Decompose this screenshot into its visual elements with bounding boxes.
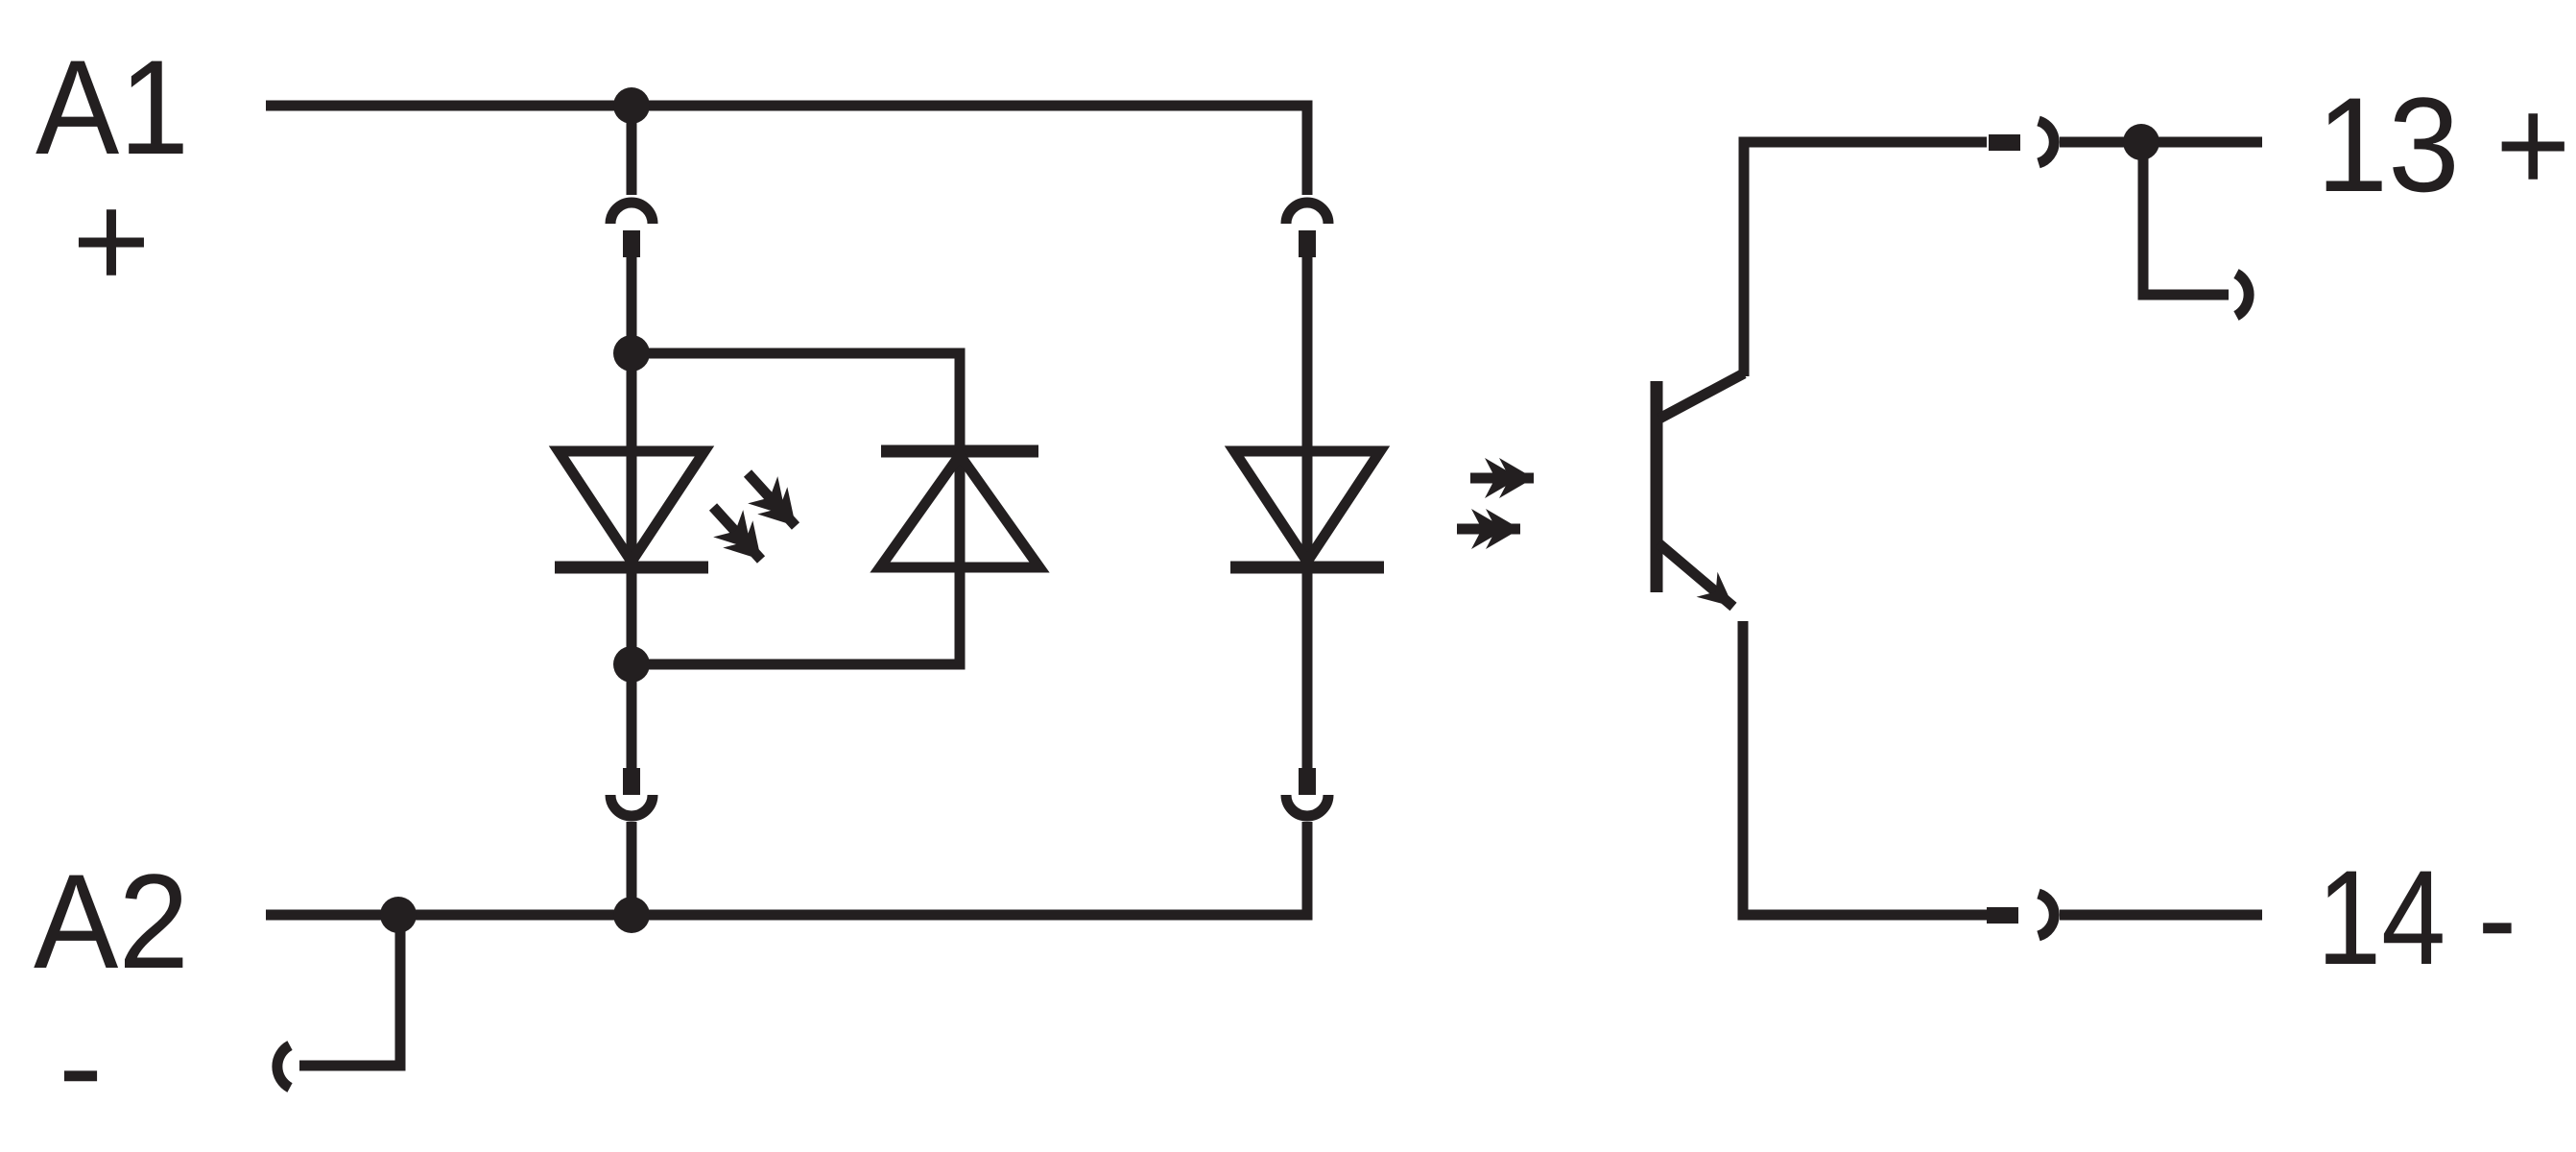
phototransistor-emitter-lead xyxy=(1655,539,1737,612)
plug-connector-pin-icon xyxy=(1987,907,2018,924)
wire-junction-dot xyxy=(613,646,650,683)
terminal-14-label: 14 - xyxy=(2317,842,2516,993)
a2-stub-socket-icon xyxy=(272,1041,293,1092)
plug-connector-pin-icon xyxy=(1299,230,1316,257)
protection-diode-bottom-wire xyxy=(632,451,966,670)
phototransistor-icon xyxy=(1650,369,1747,612)
wire-junction-dot xyxy=(613,897,650,933)
phototransistor-collector-lead xyxy=(1657,369,1747,423)
status-led-emission-arrow xyxy=(743,469,800,530)
terminal-a2-label: A2 xyxy=(34,846,189,996)
terminal-a1-label: A1 xyxy=(36,32,189,182)
output-wiring xyxy=(1737,115,2262,942)
a2-wire xyxy=(266,822,1313,921)
plug-connector-arc-icon xyxy=(605,197,658,225)
plug-connector-pin-icon xyxy=(623,768,640,795)
terminal-labels: A1 + A2 - 13 + 14 - xyxy=(34,32,2571,1140)
plug-connectors-input xyxy=(605,197,1334,822)
plug-connector-arc-icon xyxy=(1280,794,1334,822)
junction-dots xyxy=(380,87,2159,933)
optocoupler-emitter-led-icon xyxy=(1224,445,1534,574)
plug-connector-arc-icon xyxy=(2037,888,2060,942)
status-led-icon xyxy=(548,445,800,574)
wire-junction-dot xyxy=(613,87,650,124)
plug-connector-pin-icon xyxy=(1989,134,2020,151)
plug-connector-arc-icon xyxy=(2037,115,2060,169)
terminal-13-stub-wire xyxy=(2137,142,2229,300)
wire-junction-dot xyxy=(380,897,417,933)
status-led-triangle xyxy=(548,445,715,571)
status-led-emission-arrow xyxy=(708,503,766,564)
terminal-13-label: 13 + xyxy=(2317,69,2571,220)
terminal-13-stub-socket-icon xyxy=(2233,269,2254,321)
a2-stub-wire xyxy=(299,915,406,1071)
plug-connector-arc-icon xyxy=(605,794,658,822)
protection-diode-triangle xyxy=(870,445,1050,573)
plug-connector-pin-icon xyxy=(623,230,640,257)
protection-diode-top-wire xyxy=(632,348,966,451)
terminal-a1-polarity: + xyxy=(72,165,151,316)
plug-connector-arc-icon xyxy=(1280,197,1334,225)
wire-junction-dot xyxy=(2123,124,2159,160)
plug-connector-pin-icon xyxy=(1299,768,1316,795)
protection-diode-icon xyxy=(870,444,1050,573)
emitter-to-14-wire xyxy=(1737,621,1987,921)
input-wiring xyxy=(266,100,1313,1092)
terminal-a2-polarity: - xyxy=(59,990,104,1140)
emitter-led-triangle xyxy=(1224,445,1391,571)
wire-junction-dot xyxy=(613,335,650,372)
a1-top-wire xyxy=(266,100,1313,195)
collector-to-13-wire xyxy=(1738,136,1987,376)
